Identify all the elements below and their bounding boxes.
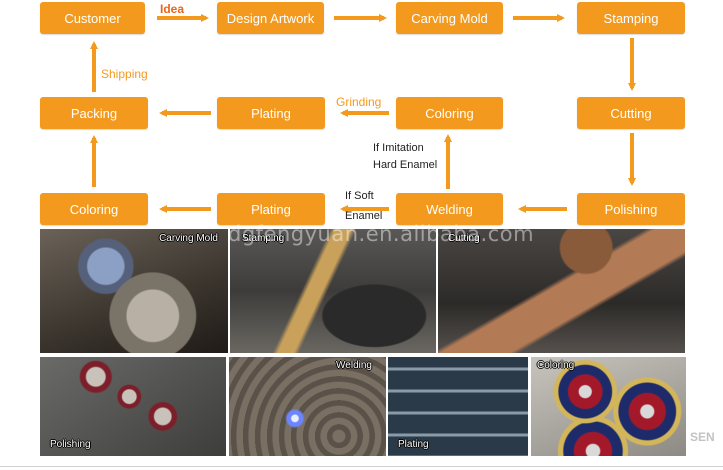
step-customer: Customer — [40, 2, 145, 34]
photo-welding: Welding — [229, 357, 386, 456]
bottom-divider — [0, 466, 723, 467]
photo-polishing: Polishing — [40, 357, 226, 456]
corner-logo: SEN — [690, 430, 715, 444]
label-if-soft-enamel: If Soft Enamel — [345, 190, 383, 222]
step-plating-top: Plating — [217, 97, 325, 129]
step-coloring-bottom: Coloring — [40, 193, 148, 225]
label-if-imitation: If Imitation Hard Enamel — [373, 142, 438, 171]
photo-carving-mold: Carving Mold — [40, 229, 228, 353]
photo-coloring: Coloring — [531, 357, 686, 456]
label-idea: Idea — [160, 2, 185, 16]
step-carving-mold: Carving Mold — [396, 2, 503, 34]
label-shipping: Shipping — [101, 67, 148, 81]
step-cutting: Cutting — [577, 97, 685, 129]
photo-plating: Plating — [388, 357, 528, 456]
photo-cutting: Cutting — [438, 229, 685, 353]
step-design-artwork: Design Artwork — [217, 2, 324, 34]
photo-stamping: Stamping — [230, 229, 436, 353]
step-polishing: Polishing — [577, 193, 685, 225]
watermark: dgfengyuan.en.alibaba.com — [228, 222, 535, 246]
flow-arrows — [90, 14, 636, 213]
step-coloring-imitation: Coloring — [396, 97, 503, 129]
step-packing: Packing — [40, 97, 148, 129]
step-stamping: Stamping — [577, 2, 685, 34]
step-welding: Welding — [396, 193, 503, 225]
step-plating-bottom: Plating — [217, 193, 325, 225]
label-grinding: Grinding — [336, 95, 382, 109]
